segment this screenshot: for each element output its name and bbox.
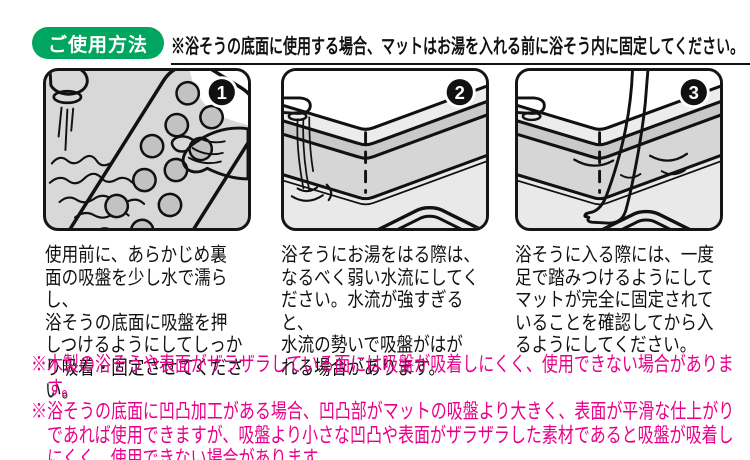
step3-illustration: 3 — [518, 71, 720, 228]
step1-number: 1 — [217, 82, 227, 103]
faucet-icon — [518, 96, 546, 122]
step2-number: 2 — [455, 82, 465, 103]
warning-notes: ※木製の浴そうや表面がザラザラしている面には吸盤が吸着しにくく、使用できない場合… — [31, 353, 745, 460]
water-ripples — [290, 183, 333, 202]
step1-caption: 使用前に、あらかじめ裏 面の吸盤を少し水で濡らし、 浴そうの底面に吸盤を押 しつ… — [45, 244, 244, 402]
step1-illustration: 1 — [48, 71, 248, 228]
mat-on-floor — [345, 204, 486, 228]
suction-cup-mat — [57, 71, 248, 228]
step3-number-badge: 3 — [677, 76, 710, 109]
step1-panel: 1 — [43, 68, 251, 231]
warning-note-textured-surface: ※浴そうの底面に凹凸加工がある場合、凹凸部がマットの吸盤より大きく、表面が平滑な… — [31, 400, 735, 460]
leg-stepping — [583, 71, 650, 225]
hand — [170, 126, 248, 181]
bathtub-corner — [284, 71, 486, 228]
step2-panel: 2 — [281, 68, 489, 231]
step3-number: 3 — [689, 82, 699, 103]
usage-title-badge: ご使用方法 — [32, 27, 164, 59]
usage-title-label: ご使用方法 — [47, 34, 148, 56]
step3-caption: 浴そうに入る際には、一度 足で踏みつけるようにして マットが完全に固定されて い… — [515, 244, 714, 357]
step2-caption: 浴そうにお湯をはる際は、 なるべく弱い水流にしてく ださい。水流が強すぎると、 … — [281, 244, 480, 379]
warning-note-wooden-tub: ※木製の浴そうや表面がザラザラしている面には吸盤が吸着しにくく、使用できない場合… — [31, 353, 734, 400]
step3-panel: 3 — [515, 68, 723, 231]
step2-illustration: 2 — [284, 71, 486, 228]
faucet-icon — [48, 71, 89, 105]
water-stream — [296, 116, 315, 192]
step2-number-badge: 2 — [443, 76, 476, 109]
water-stream — [57, 106, 75, 151]
header-warning-note: ※浴そうの底面に使用する場合、マットはお湯を入れる前に浴そう内に固定してください… — [171, 30, 750, 65]
step1-number-badge: 1 — [205, 76, 238, 109]
water-ripples — [573, 152, 689, 179]
